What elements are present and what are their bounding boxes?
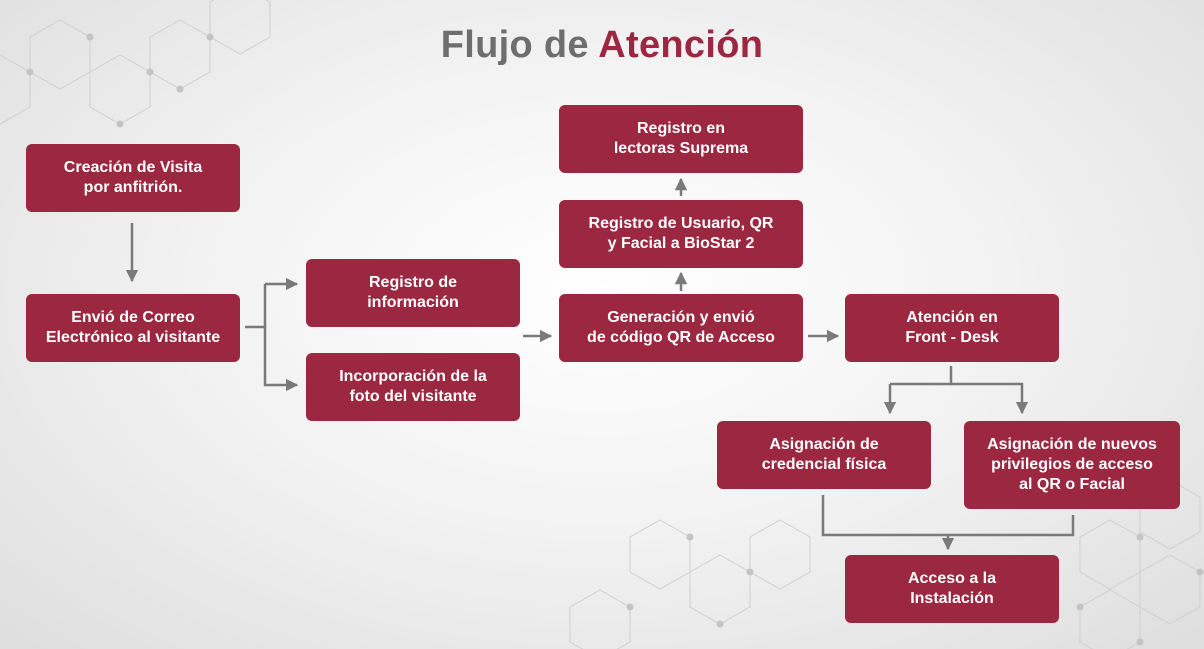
branch-front-split: [890, 366, 953, 386]
node-generacion-qr: Generación y envió de código QR de Acces…: [559, 294, 803, 362]
node-incorporacion-foto: Incorporación de la foto del visitante: [306, 353, 520, 421]
node-creacion-visita: Creación de Visita por anfitrión.: [26, 144, 240, 212]
node-asignacion-privilegios: Asignación de nuevos privilegios de acce…: [964, 421, 1180, 509]
merge-privilegios: [948, 515, 1075, 537]
merge-credencial: [821, 495, 948, 537]
arrow-to-incorporacion-foto: [263, 327, 299, 392]
node-registro-biostar: Registro de Usuario, QR y Facial a BioSt…: [559, 200, 803, 268]
node-atencion-front-desk: Atención en Front - Desk: [845, 294, 1059, 362]
node-asignacion-credencial: Asignación de credencial física: [717, 421, 931, 489]
title-part-gray: Flujo de: [440, 24, 599, 66]
node-registro-informacion: Registro de información: [306, 259, 520, 327]
title-part-accent: Atención: [598, 24, 764, 66]
node-acceso-instalacion: Acceso a la Instalación: [845, 555, 1059, 623]
page-title: Flujo de Atención: [0, 24, 1204, 67]
branch-envio-split: [245, 284, 267, 329]
node-registro-lectoras: Registro en lectoras Suprema: [559, 105, 803, 173]
node-envio-correo: Envió de Correo Electrónico al visitante: [26, 294, 240, 362]
arrow-to-asignacion-privilegios: [951, 382, 1029, 415]
